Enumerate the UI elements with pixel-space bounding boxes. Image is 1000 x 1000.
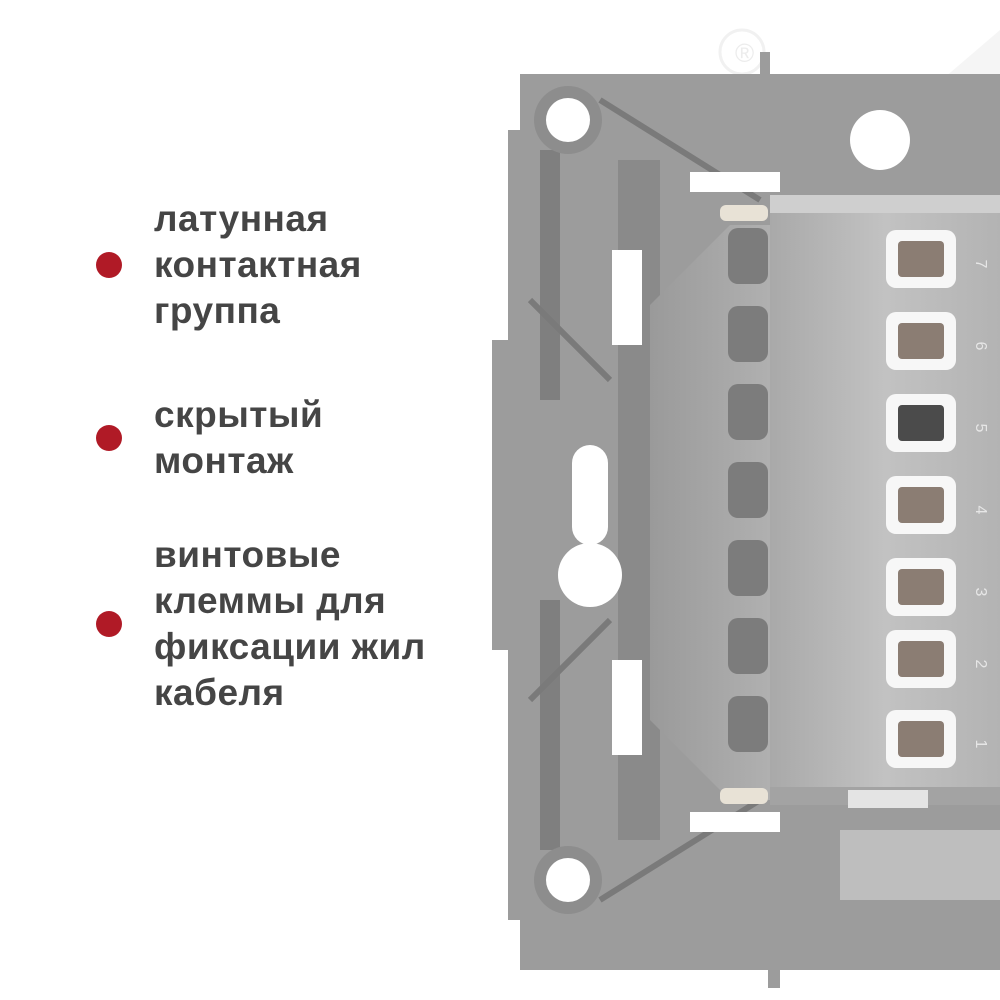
feature-list: латунная контактная группа скрытый монта… [0,0,470,1000]
terminal-number: 1 [972,740,989,749]
socket-mechanism-image: ® [470,0,1000,1000]
screw-terminal [886,230,956,288]
feature-line: винтовые [154,534,341,575]
feature-screw-terminals: винтовые клеммы для фиксации жил кабеля [96,532,426,716]
screw-terminal [886,312,956,370]
screw-terminal [886,710,956,768]
feature-brass-contacts: латунная контактная группа [96,196,362,334]
bullet-dot-icon [96,252,122,278]
terminal-number: 2 [972,660,989,669]
feature-line: группа [154,290,281,331]
bullet-dot-icon [96,425,122,451]
terminal-number: 3 [972,588,989,597]
terminal-number: 6 [972,342,989,351]
screw-terminal [886,630,956,688]
terminal-number: 4 [972,506,989,515]
feature-line: контактная [154,244,362,285]
feature-text: скрытый монтаж [154,392,323,484]
feature-text: латунная контактная группа [154,196,362,334]
feature-line: фиксации жил [154,626,426,667]
terminal-block: 7 6 5 4 3 2 1 [770,195,1000,808]
terminal-number: 7 [972,260,989,269]
feature-hidden-mounting: скрытый монтаж [96,392,323,484]
feature-line: клеммы для [154,580,387,621]
feature-line: монтаж [154,440,294,481]
trademark-symbol: ® [735,38,754,68]
feature-text: винтовые клеммы для фиксации жил кабеля [154,532,426,716]
feature-line: скрытый [154,394,324,435]
feature-line: латунная [154,198,329,239]
screw-terminal [886,558,956,616]
bullet-dot-icon [96,611,122,637]
screw-terminal [886,476,956,534]
screw-terminal-empty [886,394,956,452]
terminal-number: 5 [972,424,989,433]
cover-plate [650,205,770,804]
feature-line: кабеля [154,672,285,713]
